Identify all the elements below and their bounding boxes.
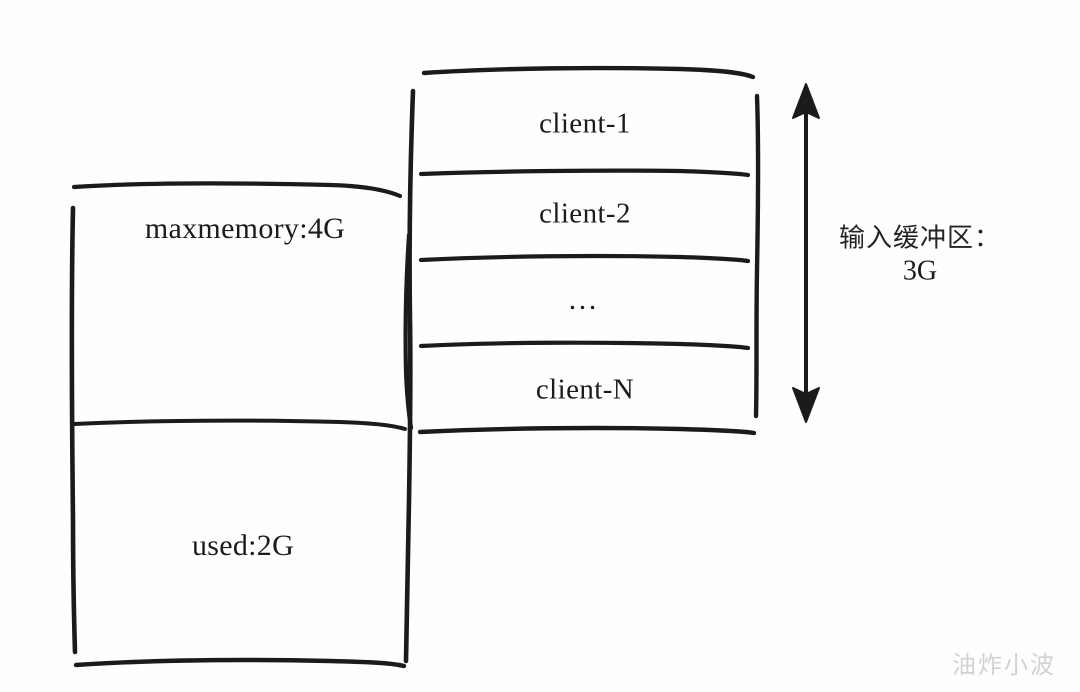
annotation-arrow-head-up	[792, 83, 820, 119]
memory-box-left-edge	[69, 205, 78, 655]
memory-box-top-edge	[71, 181, 403, 199]
client-row-divider-1	[418, 168, 751, 178]
client-row-label-ellipsis: …	[567, 283, 603, 316]
client-row-divider-2	[418, 253, 751, 264]
client-row-label-1: client-1	[539, 107, 631, 140]
client-box-top-edge	[421, 65, 756, 80]
memory-box-divider	[72, 418, 407, 431]
memory-box-right-edge-outer	[403, 88, 416, 664]
input-buffer-annotation: 输入缓冲区： 3G	[839, 223, 1001, 290]
client-row-label-n: client-N	[535, 373, 635, 406]
client-box-right-edge	[753, 93, 761, 419]
memory-segment-label-used: used:2G	[191, 529, 295, 562]
annotation-arrow-head-down	[792, 387, 820, 423]
memory-segment-label-maxmemory: maxmemory:4G	[144, 212, 346, 245]
input-buffer-annotation-value: 3G	[902, 255, 938, 287]
client-box-bottom-edge	[417, 425, 757, 436]
client-row-divider-3	[418, 340, 751, 351]
memory-box-bottom-edge	[73, 657, 407, 669]
input-buffer-annotation-text: 输入缓冲区：	[838, 223, 1002, 254]
memory-box-right-edge-inner	[403, 232, 414, 431]
client-row-label-2: client-2	[539, 197, 631, 230]
watermark: 油炸小波	[952, 651, 1056, 679]
